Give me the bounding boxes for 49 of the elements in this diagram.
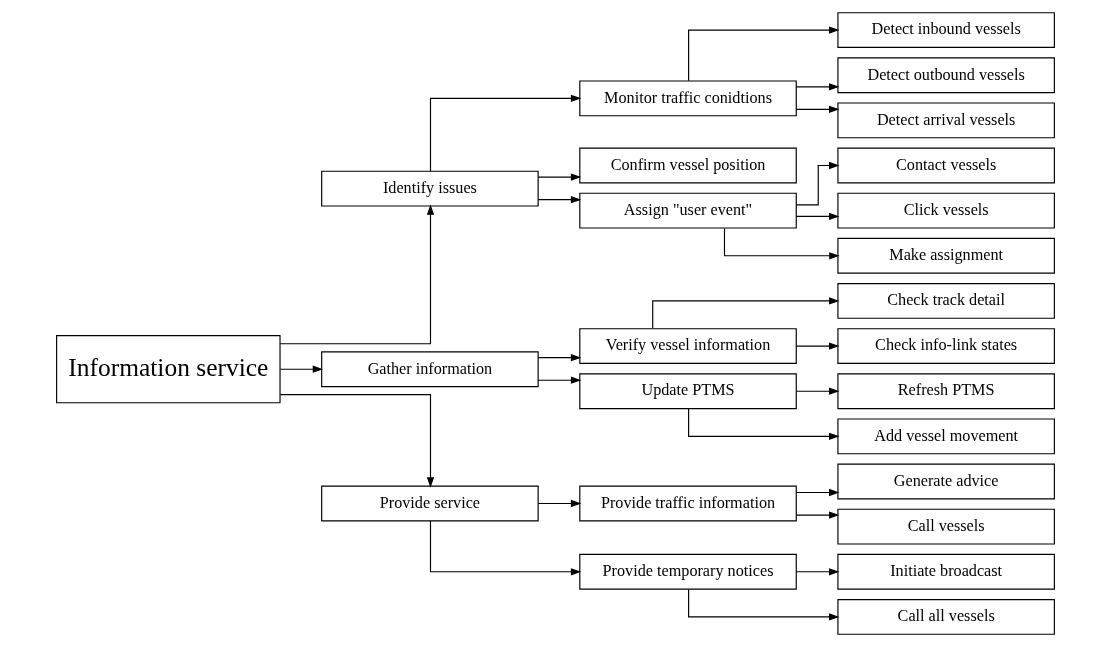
arrow [429,520,582,576]
node-box: Contact vessels [837,147,1055,184]
arrow [537,173,582,181]
arrow [537,499,582,508]
arrow [795,387,840,395]
arrow [537,354,582,362]
arrow [795,488,840,497]
arrow [795,105,840,113]
arrow [795,342,840,350]
node-box: Confirm vessel position [579,147,797,184]
node-box: Refresh PTMS [837,373,1055,410]
arrow [537,376,582,384]
node-box: Add vessel movement [837,418,1055,455]
node-box: Call vessels [837,508,1055,545]
node-box: Make assignment [837,237,1055,274]
node-box: Generate advice [837,463,1055,500]
node-box: Verify vessel information [579,328,797,364]
arrow [279,204,435,345]
arrow [688,26,840,82]
arrow [279,365,324,373]
node-box: Detect arrival vessels [837,102,1055,139]
node-box: Initiate broadcast [837,553,1055,590]
arrow [279,394,435,488]
node-box: Identify issues [321,170,539,207]
arrow [795,568,840,576]
node-box: Monitor traffic conidtions [579,80,797,117]
arrow [688,408,840,440]
arrow [795,212,840,221]
arrow [688,589,840,621]
arrow [723,227,840,260]
node-box: Assign "user event" [579,192,797,229]
arrow [795,511,840,519]
node-box: Check track detail [837,283,1055,319]
arrow [429,94,582,172]
node-box: Update PTMS [579,373,797,410]
node-box: Provide service [321,485,539,522]
node-box: Provide temporary notices [579,553,797,590]
node-box: Check info-link states [837,328,1055,364]
node-box: Click vessels [837,192,1055,229]
node-box: Detect outbound vessels [837,57,1055,94]
node-box: Information service [56,335,281,404]
arrow [795,83,840,91]
node-box: Call all vessels [837,598,1055,635]
arrow [652,297,840,329]
node-box: Provide traffic information [579,485,797,522]
node-box: Detect inbound vessels [837,12,1055,48]
node-box: Gather information [321,351,539,388]
arrow [537,196,582,204]
arrow [795,161,840,206]
